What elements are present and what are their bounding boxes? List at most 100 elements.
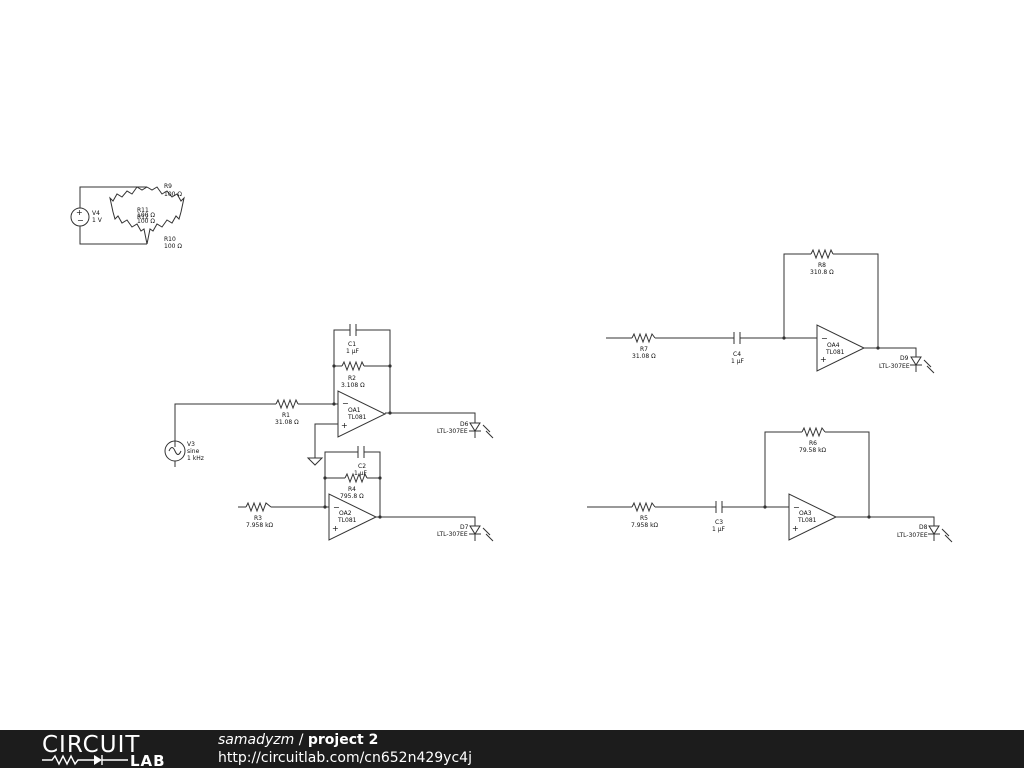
svg-text:−: −: [342, 399, 349, 408]
schematic-canvas: + − V4 1 V R9 100 Ω R11 100 Ω R12 100 Ω …: [70, 183, 953, 543]
bridge-resistors[interactable]: [109, 186, 185, 245]
c2-ref: C2: [358, 463, 366, 470]
c4-ref: C4: [733, 351, 741, 358]
stage-oa4: R7 31.08 Ω C4 1 µF R8 310.8 Ω − + OA4 TL…: [606, 248, 935, 374]
opamp-oa1[interactable]: − +: [337, 390, 387, 438]
led-d9[interactable]: [910, 356, 935, 374]
project-name[interactable]: project 2: [307, 732, 379, 748]
c3-ref: C3: [715, 519, 723, 526]
r8-value: 310.8 Ω: [810, 269, 834, 276]
c1-value: 1 µF: [346, 348, 360, 355]
voltage-source-v4[interactable]: + −: [70, 207, 90, 227]
resistor-r2[interactable]: [341, 360, 365, 372]
resistor-r7[interactable]: [631, 332, 656, 344]
svg-text:−: −: [77, 216, 84, 225]
r2-ref: R2: [348, 375, 356, 382]
oa2-ref: OA2: [339, 510, 352, 517]
r1-ref: R1: [282, 412, 290, 419]
resistor-r5[interactable]: [631, 501, 656, 513]
resistor-r6[interactable]: [801, 426, 826, 438]
r7-value: 31.08 Ω: [632, 353, 656, 360]
r9-value: 100 Ω: [164, 191, 182, 198]
svg-text:+: +: [76, 208, 83, 217]
svg-text:+: +: [792, 524, 799, 533]
c3-value: 1 µF: [712, 526, 726, 533]
stage-oa2: R3 7.958 kΩ C2 1 µF R4 795.8 Ω − + OA2 T…: [238, 446, 494, 542]
svg-text:+: +: [820, 355, 827, 364]
d7-ref: D7: [460, 524, 469, 531]
v3-ref: V3: [187, 441, 195, 448]
logo-lab: LAB: [130, 752, 166, 770]
stage-oa1: R1 31.08 Ω V3 sine 1 kHz C1 1 µF R2 3.10…: [164, 324, 494, 467]
r10-ref: R10: [164, 236, 176, 243]
opamp-oa4[interactable]: − +: [816, 324, 866, 372]
r6-ref: R6: [809, 440, 817, 447]
project-title: samadyzm / project 2: [218, 732, 378, 748]
v3-freq: 1 kHz: [187, 455, 204, 462]
project-url[interactable]: http://circuitlab.com/cn652n429yc4j: [218, 750, 472, 766]
led-d8[interactable]: [928, 525, 953, 543]
oa1-value: TL081: [347, 414, 367, 421]
opamp-oa3[interactable]: − +: [788, 493, 838, 541]
capacitor-c2[interactable]: [357, 446, 365, 458]
svg-text:−: −: [333, 503, 340, 512]
oa1-ref: OA1: [348, 407, 361, 414]
footer-bar: CIRCUIT LAB samadyzm / project 2 http://…: [0, 730, 1024, 770]
svg-text:+: +: [332, 524, 339, 533]
r12-value: 100 Ω: [137, 218, 155, 225]
d9-ref: D9: [900, 355, 909, 362]
c2-value: 1 µF: [354, 470, 368, 477]
led-d6[interactable]: [469, 412, 494, 439]
c1-ref: C1: [348, 341, 356, 348]
opamp-oa2[interactable]: − +: [328, 493, 378, 541]
capacitor-c1[interactable]: [349, 324, 357, 336]
v3-type: sine: [187, 448, 200, 455]
svg-text:+: +: [341, 421, 348, 430]
r7-ref: R7: [640, 346, 648, 353]
r12-ref: R12: [137, 214, 149, 221]
r3-ref: R3: [254, 515, 262, 522]
oa4-ref: OA4: [827, 342, 840, 349]
r3-value: 7.958 kΩ: [246, 522, 274, 529]
r6-value: 79.58 kΩ: [799, 447, 827, 454]
resistor-r3[interactable]: [245, 501, 272, 513]
d6-ref: D6: [460, 421, 469, 428]
d9-value: LTL-307EE: [879, 363, 910, 370]
r11-value: 100 Ω: [137, 212, 155, 219]
r2-value: 3.108 Ω: [341, 382, 365, 389]
d6-value: LTL-307EE: [437, 428, 468, 435]
capacitor-c4[interactable]: [733, 332, 741, 344]
resistor-r1[interactable]: [275, 398, 299, 410]
oa3-value: TL081: [797, 517, 817, 524]
oa4-value: TL081: [825, 349, 845, 356]
r4-value: 795.8 Ω: [340, 493, 364, 500]
resistor-r4[interactable]: [344, 472, 368, 484]
oa3-ref: OA3: [799, 510, 812, 517]
resistor-r8[interactable]: [810, 248, 834, 260]
led-d7[interactable]: [469, 516, 494, 542]
capacitor-c3[interactable]: [715, 501, 723, 513]
c4-value: 1 µF: [731, 358, 745, 365]
stage-oa3: R5 7.958 kΩ C3 1 µF R6 79.58 kΩ − + OA3 …: [587, 426, 953, 543]
resistor-diode-icon: [42, 754, 128, 766]
v4-value: 1 V: [92, 217, 103, 224]
d7-value: LTL-307EE: [437, 531, 468, 538]
project-user[interactable]: samadyzm: [218, 732, 295, 748]
r10-value: 100 Ω: [164, 243, 182, 250]
r5-value: 7.958 kΩ: [631, 522, 659, 529]
d8-value: LTL-307EE: [897, 532, 928, 539]
logo-word: CIRCUIT: [42, 732, 141, 758]
r11-ref: R11: [137, 207, 149, 214]
v4-ref: V4: [92, 210, 100, 217]
title-separator: /: [294, 732, 308, 748]
svg-text:−: −: [821, 334, 828, 343]
bridge-circuit: + − V4 1 V R9 100 Ω R11 100 Ω R12 100 Ω …: [70, 183, 185, 250]
oa2-value: TL081: [337, 517, 357, 524]
r5-ref: R5: [640, 515, 648, 522]
circuitlab-logo[interactable]: CIRCUIT LAB: [42, 732, 182, 770]
d8-ref: D8: [919, 524, 928, 531]
r8-ref: R8: [818, 262, 826, 269]
r1-value: 31.08 Ω: [275, 419, 299, 426]
ground-symbol: [306, 457, 324, 466]
r4-ref: R4: [348, 486, 356, 493]
